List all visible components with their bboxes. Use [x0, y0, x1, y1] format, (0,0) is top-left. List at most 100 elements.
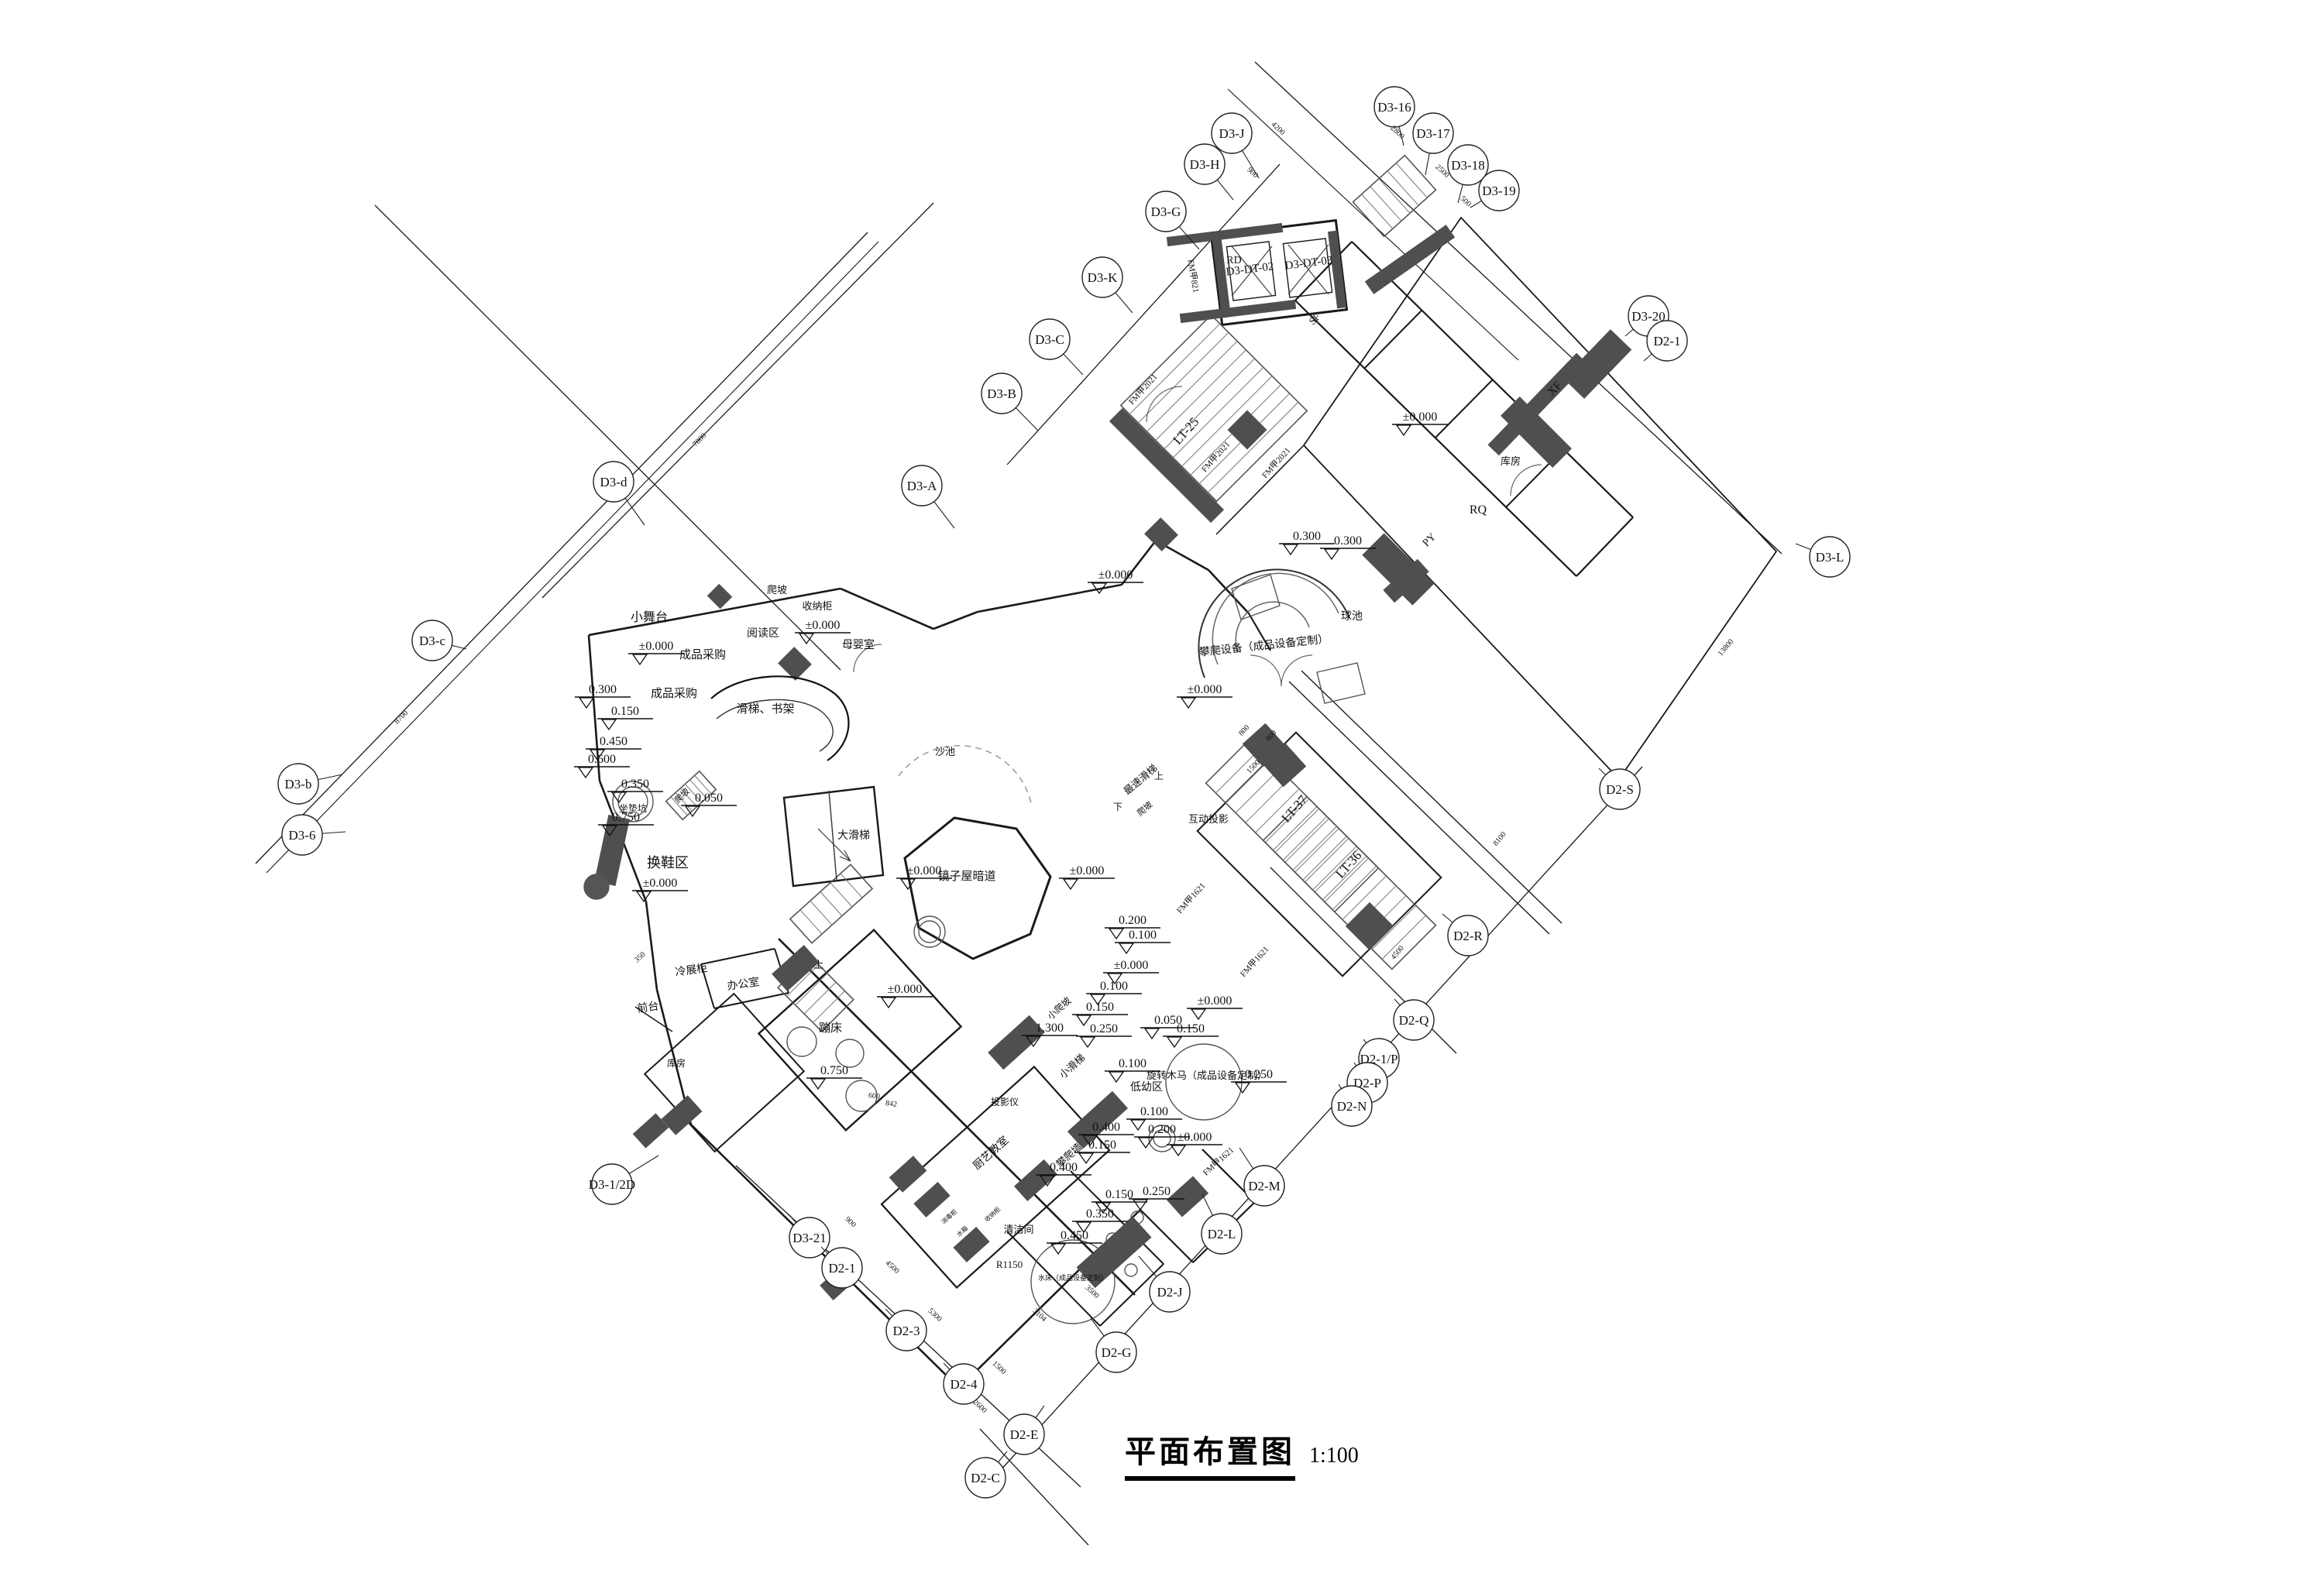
level-part — [880, 997, 897, 1009]
room-label: 换鞋区 — [647, 855, 689, 871]
level-part: 0.350 — [621, 778, 649, 791]
room-label: 成品采购 — [651, 687, 697, 700]
level-part: 0.150 — [1086, 1001, 1114, 1014]
stair-part — [1225, 758, 1270, 804]
wall-line — [1006, 1231, 1101, 1327]
grid-bubble-part: D2-L — [1208, 1227, 1236, 1241]
level-mark: 0.300 — [1320, 534, 1376, 561]
plan-path — [1146, 386, 1183, 423]
grid-bubble: D2-E — [1003, 1405, 1045, 1455]
wall-fill — [778, 647, 812, 681]
dim-label: 3500 — [1084, 1283, 1101, 1300]
dim-label: 8100 — [1491, 830, 1508, 847]
stair-part — [1284, 818, 1329, 863]
level-part — [899, 878, 916, 891]
wall-line — [587, 634, 601, 781]
room-label: 阅读区 — [747, 627, 779, 640]
grid-bubble-part: D2-G — [1102, 1345, 1132, 1360]
level-part — [577, 767, 594, 779]
grid-bubble-part — [281, 814, 323, 856]
level-mark: 0.250 — [1231, 1068, 1287, 1094]
plan-circle — [1153, 1129, 1171, 1148]
grid-bubble-part — [1003, 1413, 1045, 1455]
wall-line — [1294, 300, 1577, 577]
level-mark: ±0.000 — [896, 864, 952, 891]
level-part: ±0.000 — [1403, 410, 1438, 424]
grid-bubble-part: D3-b — [285, 777, 312, 792]
wall-line — [541, 202, 934, 599]
room-label: FM甲2021 — [1200, 440, 1232, 474]
wall-line — [266, 241, 879, 874]
level-part: ±0.000 — [639, 640, 674, 653]
grid-bubble: D2-S — [1598, 768, 1641, 810]
room-label: 小舞台 — [631, 610, 668, 624]
level-mark: 0.050 — [681, 792, 737, 818]
stair-part — [1292, 826, 1337, 871]
level-mark: 0.200 — [1134, 1123, 1190, 1149]
stair-part — [1302, 836, 1347, 881]
grid-bubble-part: D3-18 — [1451, 158, 1484, 173]
grid-bubble: D2-G — [1090, 1317, 1137, 1373]
level-mark: 0.050 — [1140, 1014, 1196, 1040]
stair-part — [1181, 376, 1273, 467]
wall-line — [700, 948, 775, 965]
room-label: LT-36 — [1332, 848, 1364, 881]
stair-part — [1361, 194, 1394, 229]
wall-fill — [1487, 352, 1588, 456]
grid-bubble-part — [1243, 1165, 1285, 1207]
room-label: PY — [1421, 531, 1439, 549]
level-mark: ±0.000 — [1059, 864, 1115, 891]
level-part — [1050, 1243, 1067, 1255]
room-outline — [1226, 241, 1277, 301]
room-outline — [880, 1065, 1111, 1290]
grid-bubble-part — [591, 1163, 633, 1205]
room-label: 互动投影 — [1188, 813, 1229, 825]
grid-bubble-part — [1145, 191, 1187, 232]
grid-bubble-part: D3-L — [1816, 550, 1844, 565]
stair-part — [1245, 778, 1290, 823]
level-part — [1106, 973, 1123, 985]
level-mark: 0.400 — [1078, 1121, 1134, 1147]
level-mark: ±0.000 — [877, 983, 933, 1009]
level-part — [1108, 1071, 1125, 1083]
stair-part — [1274, 808, 1320, 853]
level-part: 0.200 — [1119, 914, 1147, 927]
wall-line — [1120, 540, 1157, 586]
plan-path — [1250, 654, 1282, 687]
grid-bubble: D2-R — [1442, 913, 1489, 956]
wall-fill — [1149, 448, 1225, 524]
level-mark: 0.600 — [574, 753, 630, 779]
grid-bubble-part: D3-C — [1035, 332, 1064, 347]
drawing-scale: 1:100 — [1309, 1444, 1359, 1468]
plan-circle — [913, 915, 946, 948]
level-part — [1170, 1145, 1187, 1157]
wall-fill — [889, 1156, 927, 1193]
level-part — [684, 805, 701, 818]
stair-part — [1264, 798, 1310, 843]
level-part — [610, 792, 627, 804]
stair-part — [799, 909, 823, 935]
level-mark: ±0.000 — [628, 640, 684, 666]
level-part: 0.250 — [1245, 1068, 1273, 1081]
level-part — [1039, 1175, 1056, 1187]
dim-label: 3104 — [1031, 1307, 1048, 1324]
grid-bubble: D3-K — [1081, 256, 1133, 314]
stair-part — [1147, 341, 1238, 432]
room-label: 大滑梯 — [837, 829, 870, 842]
level-part — [1062, 878, 1079, 891]
wall-line — [1070, 1170, 1164, 1265]
grid-bubble-part — [1478, 170, 1520, 211]
level-part — [1132, 1199, 1149, 1211]
wall-line — [933, 610, 978, 630]
wall-line — [1006, 163, 1281, 465]
stair-part — [1172, 366, 1264, 458]
room-outline — [643, 992, 806, 1153]
level-mark: ±0.000 — [1177, 683, 1232, 709]
grid-bubble-part: D3-21 — [792, 1231, 826, 1245]
stair-part — [1129, 323, 1221, 415]
dim-label: 500 — [1458, 194, 1472, 208]
grid-bubble-part: D3-d — [600, 475, 627, 489]
grid-bubble: D2-J — [1138, 1255, 1191, 1313]
grid-bubble-part — [1081, 256, 1123, 298]
stairs — [789, 864, 874, 944]
